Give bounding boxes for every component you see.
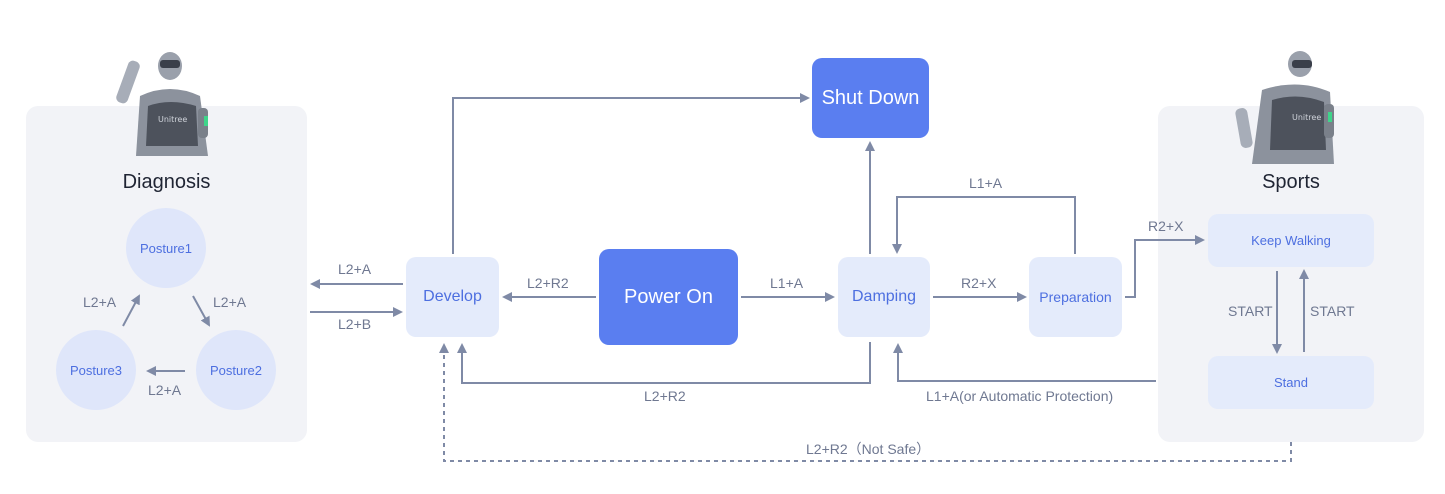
posture2-node: Posture2	[196, 330, 276, 410]
robot-illustration-right: Unitree	[1235, 51, 1334, 164]
label-sports-to-develop: L2+R2（Not Safe）	[806, 441, 931, 457]
arrow-sports-to-develop	[439, 343, 1292, 462]
arrow-preparation-to-sports	[1125, 235, 1205, 298]
label-posture1-to-posture2: L2+A	[213, 294, 247, 310]
label-sports-to-damping: L1+A(or Automatic Protection)	[926, 388, 1114, 404]
label-walk-to-stand: START	[1228, 303, 1273, 319]
keep-walking-node: Keep Walking	[1208, 214, 1374, 267]
label-diagnosis-to-develop: L2+B	[338, 316, 372, 332]
label-poweron-to-damping: L1+A	[770, 275, 804, 291]
arrow-preparation-to-damping	[892, 196, 1076, 254]
damping-node: Damping	[838, 257, 930, 337]
posture1-node: Posture1	[126, 208, 206, 288]
arrow-posture1-to-posture2	[192, 295, 210, 327]
arrow-develop-to-shutdown	[452, 93, 810, 254]
robot-illustration-left: Unitree	[116, 52, 208, 156]
arrow-damping-to-develop	[457, 342, 871, 384]
label-posture3-to-posture1: L2+A	[83, 294, 117, 310]
label-poweron-to-develop: L2+R2	[527, 275, 569, 291]
arrow-sports-to-damping	[893, 343, 1156, 382]
label-damping-to-preparation: R2+X	[961, 275, 997, 291]
power-on-node: Power On	[599, 249, 738, 345]
label-preparation-to-sports: R2+X	[1148, 218, 1184, 234]
develop-node: Develop	[406, 257, 499, 337]
shut-down-node: Shut Down	[812, 58, 929, 138]
svg-text:Unitree: Unitree	[1292, 113, 1321, 122]
diagnosis-title: Diagnosis	[122, 171, 211, 193]
stand-node: Stand	[1208, 356, 1374, 409]
posture3-node: Posture3	[56, 330, 136, 410]
svg-text:Unitree: Unitree	[158, 115, 187, 124]
label-preparation-to-damping: L1+A	[969, 175, 1003, 191]
label-develop-to-diagnosis: L2+A	[338, 261, 372, 277]
arrow-posture3-to-posture1	[122, 294, 140, 327]
label-stand-to-walk: START	[1310, 303, 1355, 319]
label-posture2-to-posture3: L2+A	[148, 382, 182, 398]
sports-title: Sports	[1262, 171, 1320, 193]
label-damping-to-develop: L2+R2	[644, 388, 686, 404]
preparation-node: Preparation	[1029, 257, 1122, 337]
